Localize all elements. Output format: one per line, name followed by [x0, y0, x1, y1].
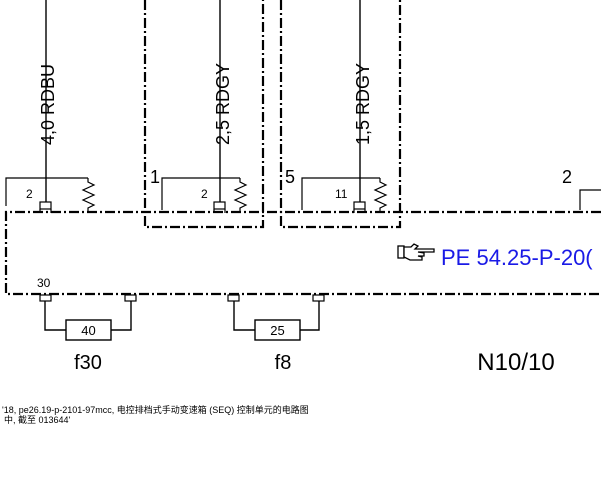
fuse-2-loop — [233, 301, 320, 331]
reference-link-text: PE 54.25-P-20( — [441, 245, 593, 270]
pin-number-2: 2 — [201, 187, 208, 201]
fuse-1-value: 40 — [81, 323, 95, 338]
fuse-2-body — [254, 319, 301, 341]
terminal-right-partial — [579, 189, 601, 210]
pin-number-3: 11 — [335, 187, 348, 201]
connector-number-right: 2 — [562, 167, 572, 187]
module-name: N10/10 — [477, 349, 554, 376]
connector-1-boundary — [143, 0, 265, 229]
reference-link[interactable]: PE 54.25-P-20( — [397, 243, 593, 270]
fuse-1-loop — [44, 301, 132, 331]
connector-number-5: 5 — [285, 167, 295, 187]
terminal-2 — [161, 177, 248, 213]
footer-caption: '18, pe26.19-p-2101-97mcc, 电控排档式手动变速箱 (S… — [0, 405, 601, 425]
wire-3-label: 1,5 RDGY — [353, 63, 373, 145]
wire-2-label: 2,5 RDGY — [213, 63, 233, 145]
wire-1-label: 4,0 RDBU — [38, 64, 58, 145]
bottom-pin-4 — [312, 294, 325, 302]
footer-line-1: '18, pe26.19-p-2101-97mcc, 电控排档式手动变速箱 (S… — [2, 405, 309, 415]
bottom-pin-number: 30 — [37, 276, 51, 290]
fuse-2-value: 25 — [270, 323, 284, 338]
bottom-pin-1 — [39, 294, 52, 302]
connector-number-1: 1 — [150, 167, 160, 187]
main-housing-boundary — [4, 210, 601, 296]
terminal-3 — [301, 177, 388, 213]
pin-number-1: 2 — [26, 187, 33, 201]
bottom-pin-2 — [124, 294, 137, 302]
footer-line-2: 中, 截至 013644' — [4, 415, 71, 425]
fuse-1-body — [65, 319, 112, 341]
fuse-1-name: f30 — [74, 352, 102, 374]
terminal-1 — [5, 177, 96, 213]
pointing-hand-icon — [397, 243, 435, 261]
bottom-pin-3 — [227, 294, 240, 302]
connector-5-boundary — [279, 0, 402, 229]
fuse-2-name: f8 — [275, 352, 292, 374]
